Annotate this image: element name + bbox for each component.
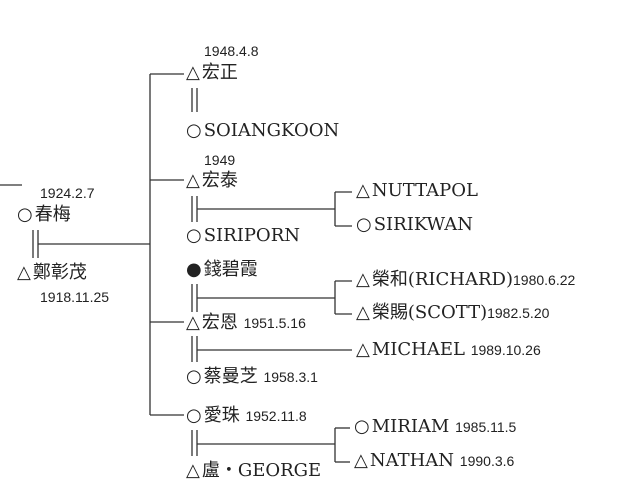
grandchild-5-2-birth-date: 1990.3.6: [459, 453, 515, 469]
grandchild-5-1-name: MIRIAM: [371, 416, 450, 437]
wife-name: 春梅: [34, 204, 71, 225]
child-1-name: 宏正: [201, 62, 238, 83]
grandchild-4-1-birth-date: 1989.10.26: [470, 342, 541, 358]
grandchild-2-2-name: SIRIKWAN: [373, 214, 473, 235]
husband-birth-date: 1918.11.25: [40, 289, 110, 305]
spouse-3-person: ●錢碧霞: [186, 261, 258, 279]
male-symbol: △: [354, 450, 368, 471]
male-symbol: △: [356, 269, 370, 290]
wife-birth-date: 1924.2.7: [40, 185, 95, 201]
female-symbol: ○: [354, 416, 370, 437]
grandchild-2-1-name: NUTTAPOL: [371, 180, 478, 201]
grandchild-2-1-person: △NUTTAPOL: [356, 182, 478, 200]
spouse-4-person: ○蔡曼芝 1958.3.1: [186, 368, 318, 386]
grandchild-3-1-person: △榮和(RICHARD)1980.6.22: [356, 271, 575, 289]
male-symbol: △: [356, 180, 370, 201]
male-symbol: △: [186, 62, 200, 83]
grandchild-5-1-birth-date: 1985.11.5: [455, 419, 517, 435]
child-2-birth-date: 1949: [204, 152, 236, 168]
female-symbol: ○: [186, 225, 202, 246]
child-3-person: △宏恩 1951.5.16: [186, 314, 306, 332]
spouse-3-name: 錢碧霞: [203, 259, 258, 280]
child-5-birth-date: 1952.11.8: [245, 408, 307, 424]
male-symbol: △: [17, 262, 31, 283]
spouse-2-name: SIRIPORN: [203, 225, 300, 246]
male-symbol: △: [356, 339, 370, 360]
spouse-4-name: 蔡曼芝: [203, 366, 258, 387]
grandchild-3-1-name: 榮和(RICHARD): [371, 269, 514, 290]
child-1-birth-date: 1948.4.8: [204, 43, 259, 59]
child-1-person: △宏正: [186, 64, 238, 82]
husband-name: 鄭彰茂: [32, 262, 87, 283]
child-2-person: △宏泰: [186, 172, 238, 190]
male-symbol: △: [186, 460, 200, 481]
grandchild-5-2-name: NATHAN: [369, 450, 455, 471]
child-5-name: 愛珠: [203, 405, 240, 426]
spouse-1-person: ○SOIANGKOON: [186, 122, 339, 140]
grandchild-3-1-birth-date: 1980.6.22: [513, 272, 576, 288]
grandchild-5-1-person: ○MIRIAM 1985.11.5: [354, 418, 516, 436]
grandchild-5-2-person: △NATHAN 1990.3.6: [354, 452, 514, 470]
grandchild-3-2-person: △榮賜(SCOTT)1982.5.20: [356, 304, 549, 322]
child-5-person: ○愛珠 1952.11.8: [186, 407, 307, 425]
husband-person: △鄭彰茂: [17, 264, 87, 282]
spouse-5-name: 盧・GEORGE: [201, 460, 322, 481]
male-symbol: △: [186, 170, 200, 191]
female-symbol: ○: [186, 405, 202, 426]
female-symbol: ○: [356, 214, 372, 235]
wife-person: ○春梅: [17, 206, 71, 224]
child-2-name: 宏泰: [201, 170, 238, 191]
spouse-4-birth-date: 1958.3.1: [263, 369, 318, 385]
child-3-birth-date: 1951.5.16: [243, 315, 306, 331]
grandchild-3-2-birth-date: 1982.5.20: [487, 305, 550, 321]
female-symbol: ○: [17, 204, 33, 225]
female-symbol: ○: [186, 366, 202, 387]
female-symbol: ○: [186, 120, 202, 141]
child-3-name: 宏恩: [201, 312, 238, 333]
male-symbol: △: [186, 312, 200, 333]
spouse-2-person: ○SIRIPORN: [186, 227, 300, 245]
grandchild-3-2-name: 榮賜(SCOTT): [371, 302, 488, 323]
grandchild-4-1-person: △MICHAEL 1989.10.26: [356, 341, 541, 359]
deceased-female-symbol: ●: [186, 259, 202, 280]
spouse-1-name: SOIANGKOON: [203, 120, 340, 141]
grandchild-2-2-person: ○SIRIKWAN: [356, 216, 473, 234]
grandchild-4-1-name: MICHAEL: [371, 339, 465, 360]
male-symbol: △: [356, 302, 370, 323]
spouse-5-person: △盧・GEORGE: [186, 462, 321, 480]
